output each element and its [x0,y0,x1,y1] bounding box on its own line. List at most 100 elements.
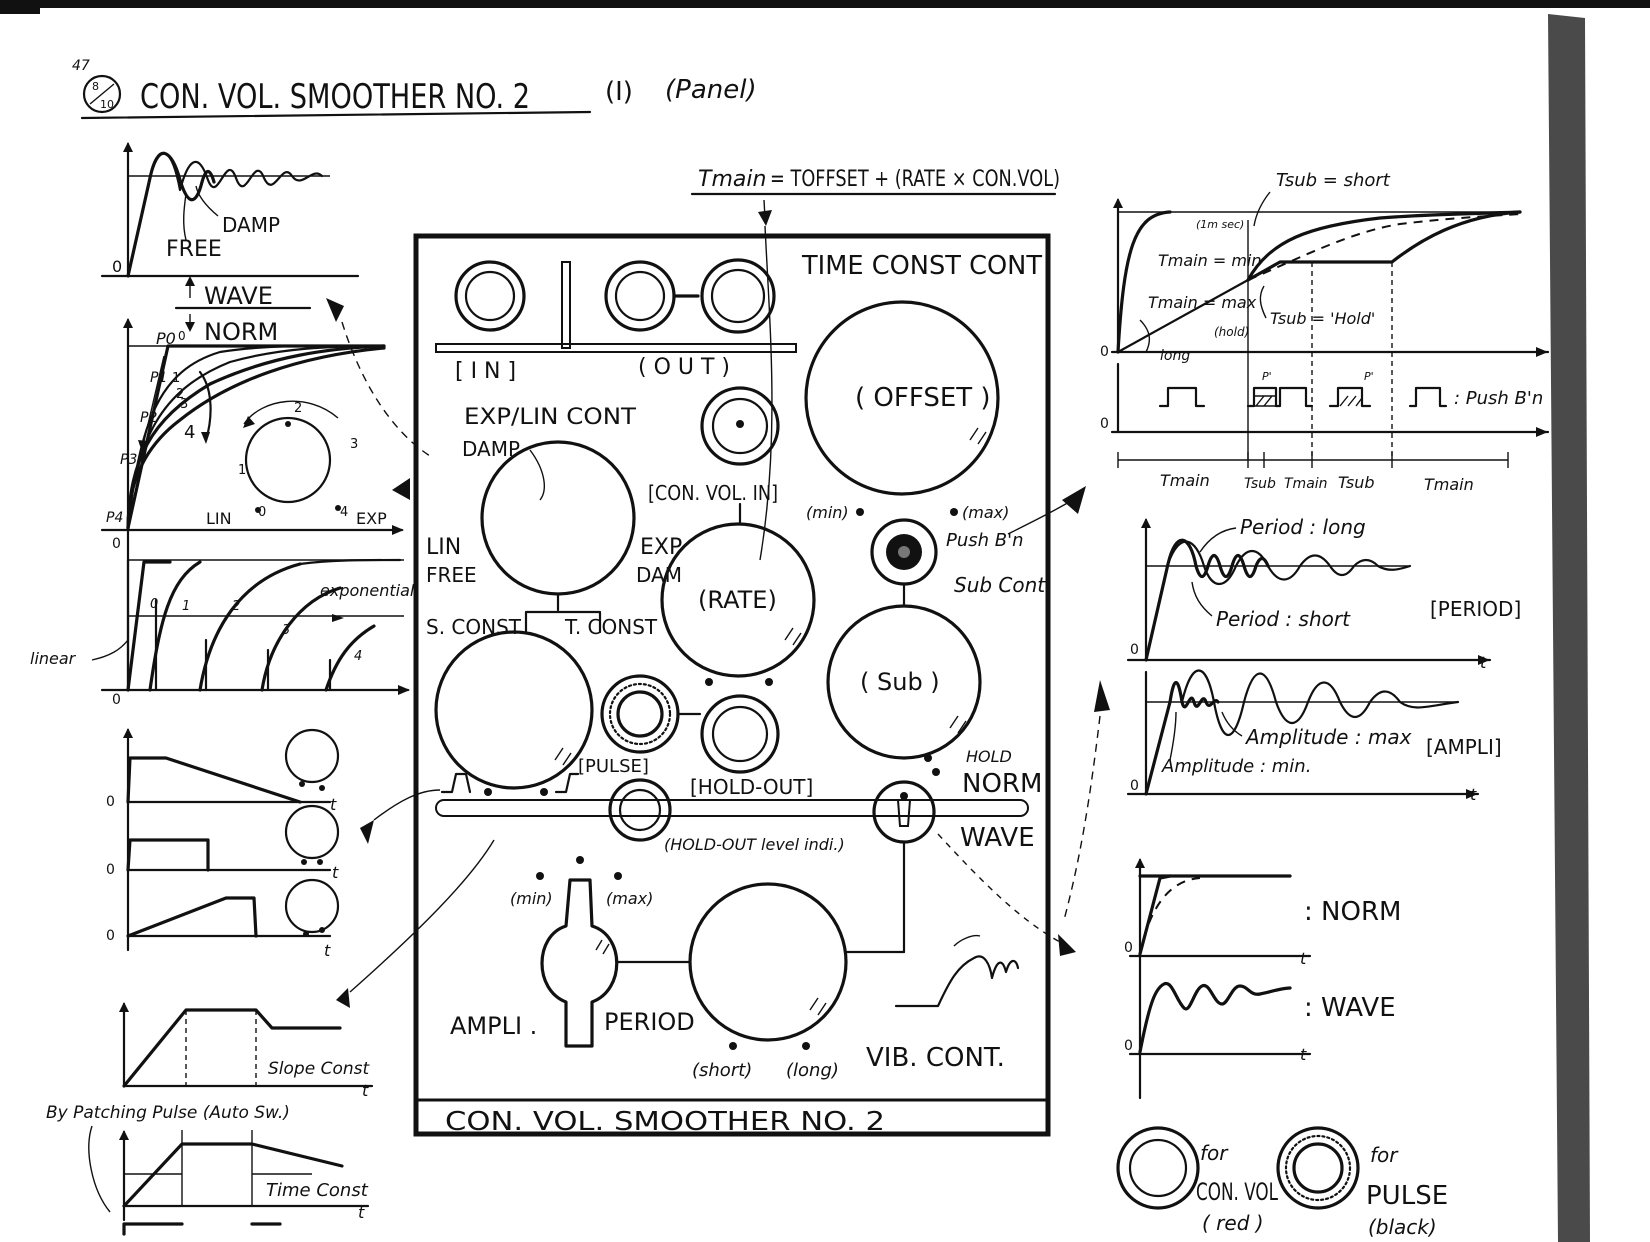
label-67: 0 [1130,778,1139,794]
convol-in-jack[interactable] [700,386,780,466]
label-43: (1m sec) [1196,218,1244,231]
label-74: t [1300,1045,1307,1064]
jack-color-legend: for CON. VOL ( red ) for PULSE (black) [1116,1126,1448,1239]
stroke-140 [1253,191,1271,227]
stroke-145 [1536,427,1548,437]
label-2: FREE [166,237,222,262]
label-51: P' [1364,370,1374,383]
left-graph-exp-lin: P0 0 P1 P2 P3 P4 0 1 2 3 4 2 3 1 0 4 LIN… [100,318,404,552]
label-52: : Push B'n [1454,388,1543,409]
convol-jack-legend [1116,1126,1200,1210]
label-47: long [1160,348,1190,364]
period-long-label: (long) [786,1060,839,1081]
stroke-24 [616,690,664,738]
stroke-19 [949,715,967,734]
label-7: P1 [150,370,167,386]
stroke-44 [185,276,195,286]
stroke-172 [1144,538,1270,662]
formula-arrowhead [758,210,772,226]
ampli-max-dot [614,872,622,880]
offset-knob[interactable] [804,300,1000,496]
holdout-indi-label: (HOLD-OUT level indi.) [664,835,845,854]
stroke-193 [1128,1138,1188,1198]
stroke-93 [319,785,325,791]
stroke-31 [900,792,908,800]
label-76: CON. VOL [1196,1178,1278,1206]
stroke-192 [1116,1126,1200,1210]
label-13: 2 [176,387,184,402]
label-35: t [332,863,339,882]
dam-label: DAM [636,563,682,587]
stroke-59 [141,355,165,451]
header: 47 8 10 CON. VOL. SMOOTHER NO. 2 (I) (Pa… [72,58,757,120]
stroke-35 [809,997,827,1016]
exp-lin-knob[interactable] [480,440,636,596]
stroke-55 [126,344,386,530]
vib-cont-label: VIB. CONT. [866,1043,1005,1073]
pulse-label: [PULSE] [578,756,649,777]
right-graph-timing: Tsub = short (1m sec) Tmain = min Tmain … [1100,170,1550,494]
push-button[interactable] [870,518,938,586]
label-8: P2 [140,410,157,426]
module-panel: CON. VOL. SMOOTHER NO. 2 TIME CONST CONT… [413,233,1051,1137]
sconst-tconst-knob[interactable] [434,630,594,790]
label-26: 3 [282,623,290,638]
stroke-9 [711,397,769,455]
stroke-165 [937,833,1061,943]
stroke-68 [243,416,255,428]
label-50: P' [1262,370,1272,383]
max-label: (max) [962,503,1009,522]
holdout-jack[interactable] [700,694,780,774]
pulse-jack[interactable] [600,674,680,754]
stroke-42 [195,185,219,217]
ampli-slider[interactable] [540,878,619,1048]
min-dot [856,508,864,516]
out-jack-1[interactable] [604,260,676,332]
stroke-80 [260,586,342,692]
stroke-1 [464,270,516,322]
out-label: ( O U T ) [638,355,730,380]
rate-knob[interactable] [660,522,816,678]
stroke-14 [784,627,802,646]
page-number: 47 [72,58,90,74]
stroke-84 [298,558,402,566]
hold-label: HOLD [966,747,1012,766]
label-21: LIN [206,509,232,528]
stroke-149 [1255,395,1273,407]
label-56: Tmain [1284,476,1328,492]
label-63: t [1480,653,1487,672]
stroke-128 [1113,198,1123,208]
label-27: 4 [354,649,362,664]
stroke-102 [303,931,309,937]
stroke-41 [148,152,324,192]
lin-label: LIN [426,535,461,560]
in-jack[interactable] [454,260,526,332]
label-61: [PERIOD] [1430,597,1521,621]
sub-knob[interactable] [826,604,982,760]
stroke-164 [1094,680,1110,712]
stroke-166 [1058,934,1076,956]
stroke-10 [736,420,744,428]
stroke-58 [126,346,386,530]
stroke-37 [123,142,133,152]
period-knob[interactable] [688,882,848,1042]
const-bracket [524,610,602,634]
vib-wave-glyph [894,955,1020,1008]
exp-lin-label: EXP/LIN CONT [464,405,637,430]
out-jack-2[interactable] [700,258,776,334]
stroke-122 [392,478,410,500]
ampli-max-label: (max) [606,889,653,908]
stroke-175 [1191,581,1213,617]
stroke-180 [1144,680,1220,796]
period-label: PERIOD [604,1008,695,1036]
right-graph-norm-wave: : NORM 0 t : WAVE 0 t [1124,858,1401,1100]
title-part: (I) [605,77,633,107]
stroke-173 [1166,540,1412,585]
label-20: 4 [340,505,348,520]
wave-label: WAVE [960,823,1035,853]
panel-footer-text: CON. VOL. SMOOTHER NO. 2 [445,1107,885,1137]
left-graph-curves: 0 1 2 3 4 exponential linear 0 [30,528,415,708]
label-33: 0 [106,928,115,944]
stroke-96 [284,804,340,860]
stroke-130 [1536,347,1548,357]
